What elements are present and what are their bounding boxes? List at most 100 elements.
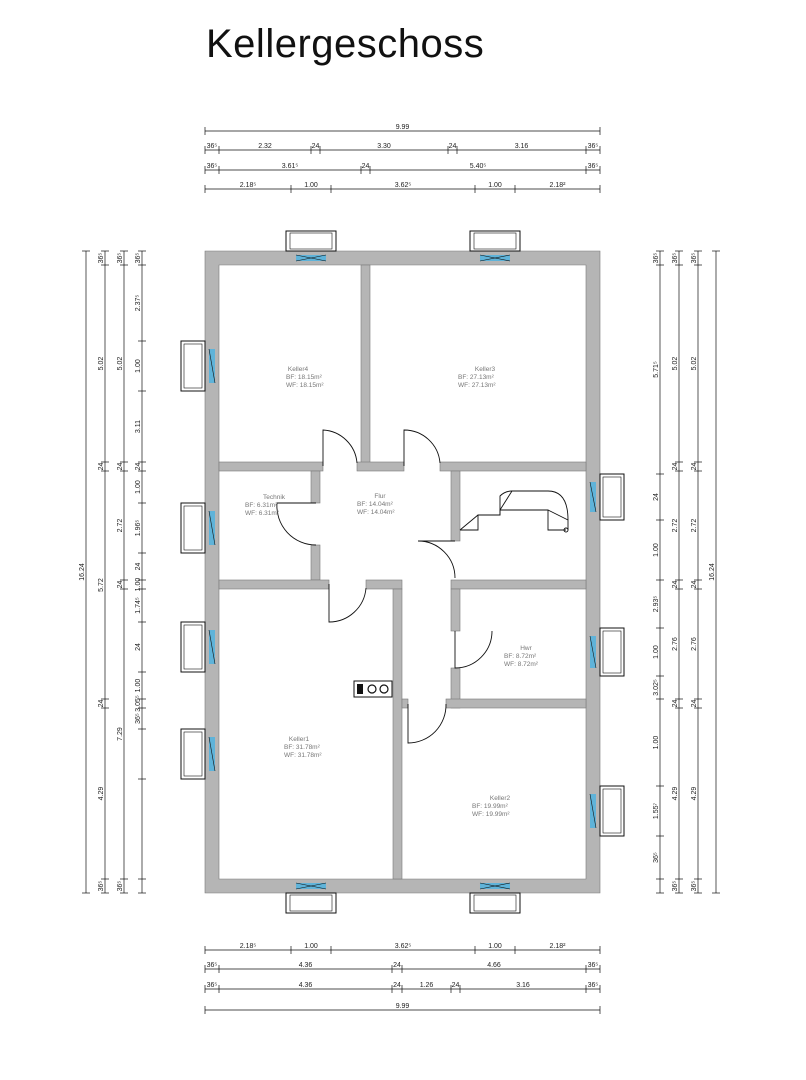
wall-keller3-bottom [439,461,587,472]
room-flur: Flur BF: 14.04m² WF: 14.04m² [357,493,395,516]
room-wf: WF: 19.99m² [472,811,510,818]
dimension-label: 36⁵ [135,253,142,264]
dimension-label: 36⁵ [98,253,105,264]
dimension-label: 4.29 [98,787,105,801]
dimension-label: 1.00 [488,182,502,189]
dimension-label: 3.16 [516,982,530,989]
dimension-label: 24 [98,463,105,471]
window-vertical [180,621,216,673]
dimension-label: 5.71⁵ [653,361,660,378]
wall-flur-keller2 [401,698,409,709]
dimension-label: 36⁵ [98,881,105,892]
dimension-label: 7.29 [117,727,124,741]
room-bf: BF: 19.99m² [472,803,509,810]
dimension-label: 3.61⁵ [282,163,299,170]
dimension-label: 24 [98,700,105,708]
door-technik [276,502,317,546]
door-stair [417,540,456,579]
room-name: Hwr [520,645,532,652]
door-keller2 [407,703,447,744]
dimension-chain-left: 16.24 [79,250,90,894]
window-horizontal [469,230,521,262]
door-keller1 [328,584,367,623]
room-name: Keller3 [475,366,496,373]
dimension-label: 24 [117,581,124,589]
dimension-label: 1.96⁵ [135,520,142,537]
room-keller2: Keller2 BF: 19.99m² WF: 19.99m² [472,795,511,818]
room-name: Technik [263,494,286,501]
outer-wall [204,250,601,894]
window-vertical [589,473,625,521]
dimension-label: 36⁵ [653,852,660,863]
room-bf: BF: 14.04m² [357,501,394,508]
dimension-label: 2.76 [691,637,698,651]
door-keller4 [322,429,358,466]
dimension-label: 24 [672,463,679,471]
dimension-label: 1.00 [135,359,142,373]
dimension-label: 1.00 [653,736,660,750]
dimension-label: 24 [452,982,460,989]
dimension-label: 24 [135,463,142,471]
wall-stair-left [450,470,461,542]
wall-technik-bottom [218,579,330,590]
dimension-label: 36⁵ [117,881,124,892]
dimension-label: 16.24 [79,563,86,581]
walls [204,250,601,894]
room-bf: BF: 18.15m² [286,374,323,381]
dimension-label: 24 [691,463,698,471]
dimension-label: 5.02 [117,357,124,371]
room-wf: WF: 8.72m² [504,661,539,668]
room-keller1: Keller1 BF: 31.78m² WF: 31.78m² [284,736,322,759]
dimension-label: 36⁵ [588,962,599,969]
window-vertical [589,785,625,837]
wall-keller4-bottom-right [356,461,405,472]
dimension-label: 24 [362,163,370,170]
dimension-label: 3.16 [515,143,529,150]
door-keller3 [403,429,441,466]
wall-technik-right-top [310,470,321,504]
dimension-label: 1.00 [488,943,502,950]
dimension-label: 3.62⁵ [395,182,412,189]
dimension-label: 24 [449,143,457,150]
wall-hwr-left-top [450,588,461,632]
room-bf: BF: 27.13m² [458,374,495,381]
window-vertical [180,728,216,780]
dimension-label: 3.30 [377,143,391,150]
dimension-label: 4.29 [691,787,698,801]
dimension-label: 2.72 [691,519,698,533]
wall-stair-bottom [450,579,587,590]
dimension-label: 9.99 [396,1003,410,1010]
dimension-label: 36⁵ [117,253,124,264]
dimension-label: 2.37⁵ [135,295,142,312]
dimension-label: 4.29 [672,787,679,801]
dimension-label: 1.00 [135,679,142,693]
dimension-label: 5.72 [98,578,105,592]
room-name: Flur [374,493,386,500]
room-technik: Technik BF: 6.31m² WF: 6.31m² [245,494,286,517]
dimension-label: 2.76 [672,637,679,651]
room-bf: BF: 31.78m² [284,744,321,751]
dimension-label: 36⁵ [207,982,218,989]
dimension-label: 36⁵ [653,253,660,264]
dimension-label: 2.32 [258,143,272,150]
dimension-label: 4.36 [299,982,313,989]
dimension-label: 36⁵ [691,881,698,892]
dimension-label: 16.24 [709,563,716,581]
dimension-label: 2.93⁵ [653,596,660,613]
dimension-label: 2.72 [672,519,679,533]
wall-hwr-bottom [445,698,587,709]
dimension-label: 1.74⁵ [135,597,142,614]
wall-technik-right-bottom [310,544,321,581]
door-hwr [454,630,493,669]
dimension-label: 5.02 [691,357,698,371]
dimension-label: 24 [117,463,124,471]
room-wf: WF: 14.04m² [357,509,395,516]
dimension-label: 3.05⁵ [135,695,142,712]
